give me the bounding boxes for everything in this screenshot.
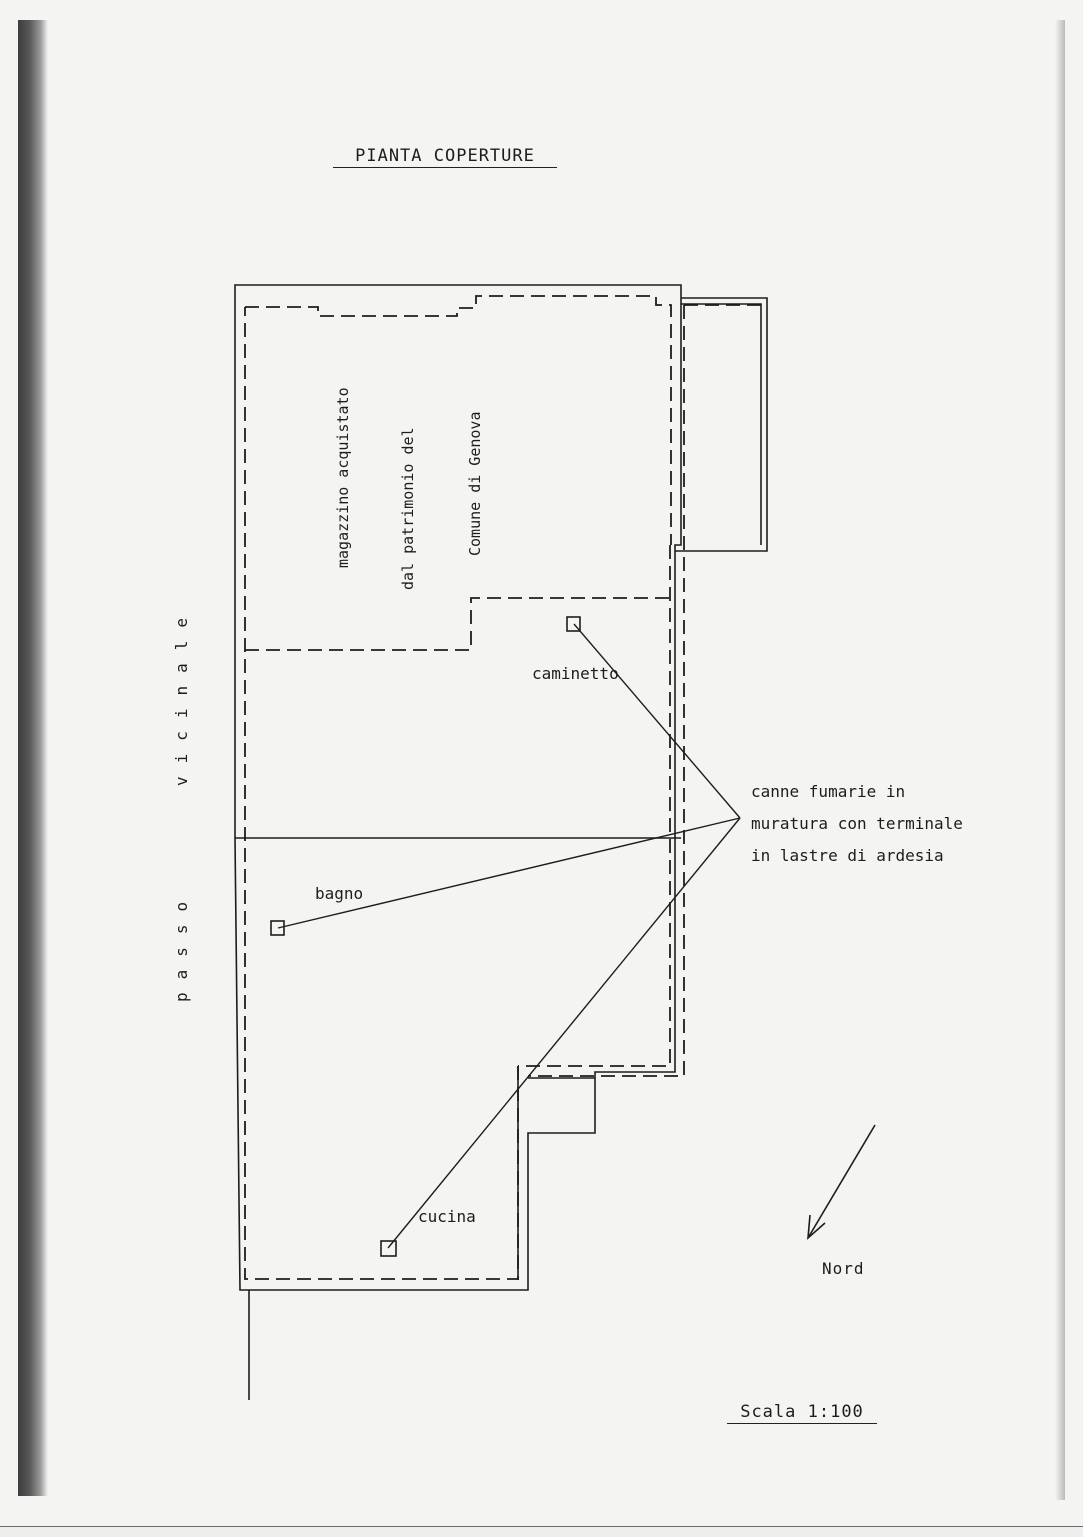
bagno-label: bagno bbox=[315, 884, 364, 903]
warehouse-dashed-boundary bbox=[245, 597, 672, 651]
leader-line-cucina bbox=[387, 817, 741, 1249]
building-outline bbox=[234, 284, 682, 1291]
north-arrow-icon bbox=[807, 1124, 876, 1240]
north-label: Nord bbox=[822, 1259, 865, 1278]
chimney-bagno bbox=[270, 920, 285, 936]
vicinale-label: vicinale bbox=[172, 604, 191, 786]
passo-label: passo bbox=[172, 888, 191, 1002]
chimney-note-line-1: canne fumarie in bbox=[751, 782, 906, 801]
chimney-note-line-3: in lastre di ardesia bbox=[751, 846, 944, 865]
leader-line-bagno bbox=[277, 817, 741, 929]
annex-inner-outline bbox=[681, 303, 762, 545]
chimney-note-line-2: muratura con terminale bbox=[751, 814, 963, 833]
scan-bottom-edge bbox=[0, 1526, 1083, 1537]
warehouse-label-line-2: dal patrimonio del bbox=[399, 427, 417, 590]
caminetto-label: caminetto bbox=[532, 664, 619, 683]
inner-dashed-right bbox=[528, 305, 685, 1077]
warehouse-label-line-3: Comune di Genova bbox=[466, 411, 484, 557]
cucina-label: cucina bbox=[418, 1207, 476, 1226]
chimney-note: canne fumarie in muratura con terminale … bbox=[751, 776, 963, 872]
annex-outline bbox=[675, 297, 768, 552]
scale-label: Scala 1:100 bbox=[727, 1402, 877, 1424]
warehouse-label-line-1: magazzino acquistato bbox=[334, 387, 352, 568]
leader-line-caminetto bbox=[573, 623, 741, 819]
scan-shadow-right bbox=[1055, 20, 1065, 1500]
scan-shadow-left bbox=[18, 20, 48, 1496]
chimney-cucina bbox=[380, 1240, 397, 1257]
page-title: PIANTA COPERTURE bbox=[333, 146, 557, 168]
